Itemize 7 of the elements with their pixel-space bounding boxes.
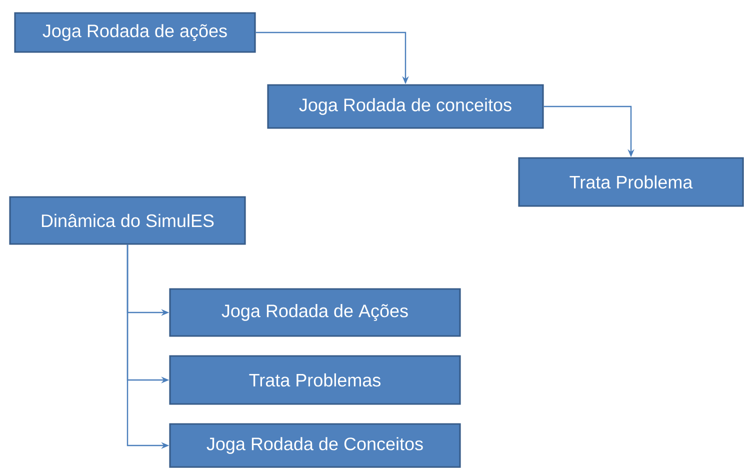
process-box: Joga Rodada de conceitos <box>267 84 544 129</box>
process-box: Joga Rodada de Ações <box>169 288 461 337</box>
process-box: Joga Rodada de ações <box>14 12 256 53</box>
process-box: Trata Problema <box>518 157 744 207</box>
process-box: Trata Problemas <box>169 355 461 405</box>
process-box: Joga Rodada de Conceitos <box>169 423 461 468</box>
process-box: Dinâmica do SimulES <box>9 196 246 245</box>
